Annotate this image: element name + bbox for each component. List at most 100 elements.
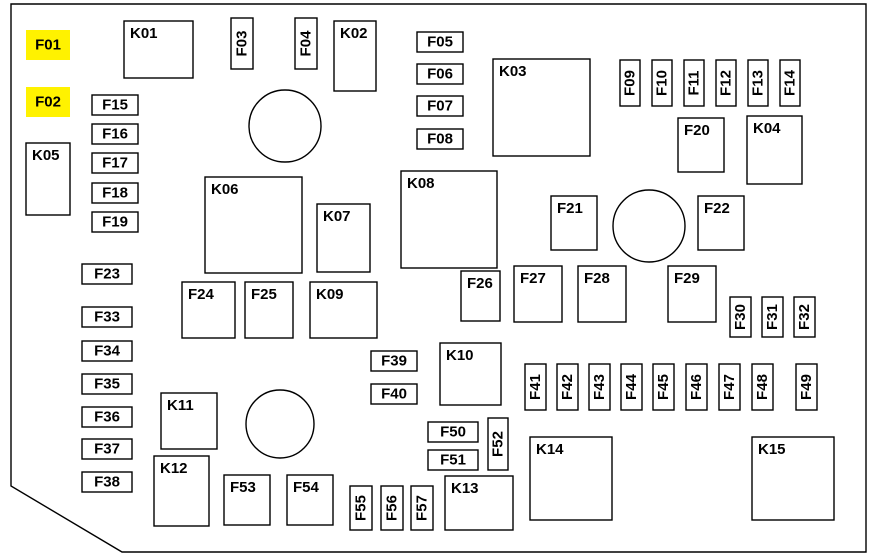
fuse-box xyxy=(91,94,139,116)
fuse-label: F06 xyxy=(427,66,453,83)
fuse-f54: F54 xyxy=(286,474,334,526)
fuse-box xyxy=(793,296,816,338)
fuse-label: F44 xyxy=(623,373,640,400)
fuse-f17: F17 xyxy=(91,152,139,174)
relay-label: K15 xyxy=(758,441,786,458)
fuse-label: F10 xyxy=(654,70,671,96)
fuse-box xyxy=(487,417,509,471)
relay-box xyxy=(746,115,803,185)
fuse-f34: F34 xyxy=(81,340,133,362)
fuse-box xyxy=(81,438,133,460)
fuse-label: F41 xyxy=(527,374,544,400)
fuse-box xyxy=(729,296,752,338)
fuse-label: F54 xyxy=(293,479,320,496)
relay-label: K13 xyxy=(451,480,479,497)
fuse-f19: F19 xyxy=(91,211,139,233)
relay-k05: K05 xyxy=(25,142,71,216)
relay-k10: K10 xyxy=(439,342,502,406)
relay-label: K08 xyxy=(407,175,435,192)
fuse-f06: F06 xyxy=(416,63,464,85)
fuse-label: F38 xyxy=(94,474,120,491)
fuse-label: F05 xyxy=(427,34,453,51)
fuse-f28: F28 xyxy=(577,265,627,323)
fuse-f50: F50 xyxy=(427,421,479,443)
fuse-f47: F47 xyxy=(718,363,741,411)
relay-box xyxy=(444,475,514,531)
fuse-label: F02 xyxy=(35,94,61,111)
relay-k14: K14 xyxy=(529,436,613,521)
fuse-box xyxy=(370,383,418,405)
fuse-box xyxy=(349,485,373,531)
relay-label: K12 xyxy=(160,460,188,477)
fuse-box xyxy=(81,340,133,362)
fuse-f12: F12 xyxy=(715,59,737,107)
relay-box xyxy=(333,20,377,92)
fuse-f53: F53 xyxy=(223,474,271,526)
fuse-f22: F22 xyxy=(697,195,745,251)
fuse-f23: F23 xyxy=(81,263,133,285)
fuse-label: F31 xyxy=(764,304,781,330)
fuse-label: F50 xyxy=(440,424,466,441)
fuse-box-outline xyxy=(10,3,867,553)
fuse-label: F43 xyxy=(591,374,608,400)
fuse-label: F09 xyxy=(622,70,639,96)
fuse-box xyxy=(667,265,717,323)
mounting-hole xyxy=(612,189,686,263)
fuse-box xyxy=(577,265,627,323)
fuse-f30: F30 xyxy=(729,296,752,338)
fuse-label: F27 xyxy=(520,270,546,287)
relay-label: K10 xyxy=(446,347,474,364)
fuse-label: F40 xyxy=(381,386,407,403)
fuse-box xyxy=(747,59,769,107)
fuse-label: F48 xyxy=(754,374,771,400)
fuse-box xyxy=(91,123,139,145)
fuse-f11: F11 xyxy=(683,59,705,107)
fuse-label: F37 xyxy=(94,441,120,458)
fuse-f16: F16 xyxy=(91,123,139,145)
fuse-box xyxy=(244,281,294,339)
fuse-f56: F56 xyxy=(380,485,404,531)
fuse-label: F18 xyxy=(102,185,128,202)
fuse-label: F51 xyxy=(440,452,466,469)
fuse-label: F39 xyxy=(381,353,407,370)
fuse-f39: F39 xyxy=(370,350,418,372)
relay-box xyxy=(400,170,498,269)
fuse-f48: F48 xyxy=(751,363,774,411)
relay-k15: K15 xyxy=(751,436,835,521)
fuse-box xyxy=(294,17,318,70)
relay-label: K07 xyxy=(323,208,351,225)
fuse-label: F55 xyxy=(353,495,370,521)
fuse-label: F36 xyxy=(94,409,120,426)
fuse-box xyxy=(26,87,70,117)
relay-box xyxy=(439,342,502,406)
fuse-box xyxy=(81,306,133,328)
relay-k04: K04 xyxy=(746,115,803,185)
fuse-f13: F13 xyxy=(747,59,769,107)
fuse-f49: F49 xyxy=(795,363,818,411)
fuse-box xyxy=(91,211,139,233)
fuse-label: F20 xyxy=(684,122,710,139)
fuse-box xyxy=(620,363,643,411)
fuse-box xyxy=(751,363,774,411)
relay-box xyxy=(160,392,218,450)
fuse-label: F52 xyxy=(490,431,507,457)
fuse-box xyxy=(286,474,334,526)
fuse-box xyxy=(513,265,563,323)
fuse-f37: F37 xyxy=(81,438,133,460)
fuse-label: F15 xyxy=(102,97,128,114)
fuse-label: F35 xyxy=(94,376,120,393)
mounting-holes xyxy=(245,89,686,459)
fuse-f42: F42 xyxy=(556,363,579,411)
fuse-label: F12 xyxy=(718,70,735,96)
fuse-box xyxy=(588,363,611,411)
fuse-f29: F29 xyxy=(667,265,717,323)
fuse-f15: F15 xyxy=(91,94,139,116)
fuse-label: F19 xyxy=(102,214,128,231)
fuse-box xyxy=(677,117,725,173)
fuse-label: F33 xyxy=(94,309,120,326)
relay-k02: K02 xyxy=(333,20,377,92)
relay-label: K02 xyxy=(340,25,368,42)
fuse-box xyxy=(683,59,705,107)
relay-box xyxy=(153,455,210,527)
